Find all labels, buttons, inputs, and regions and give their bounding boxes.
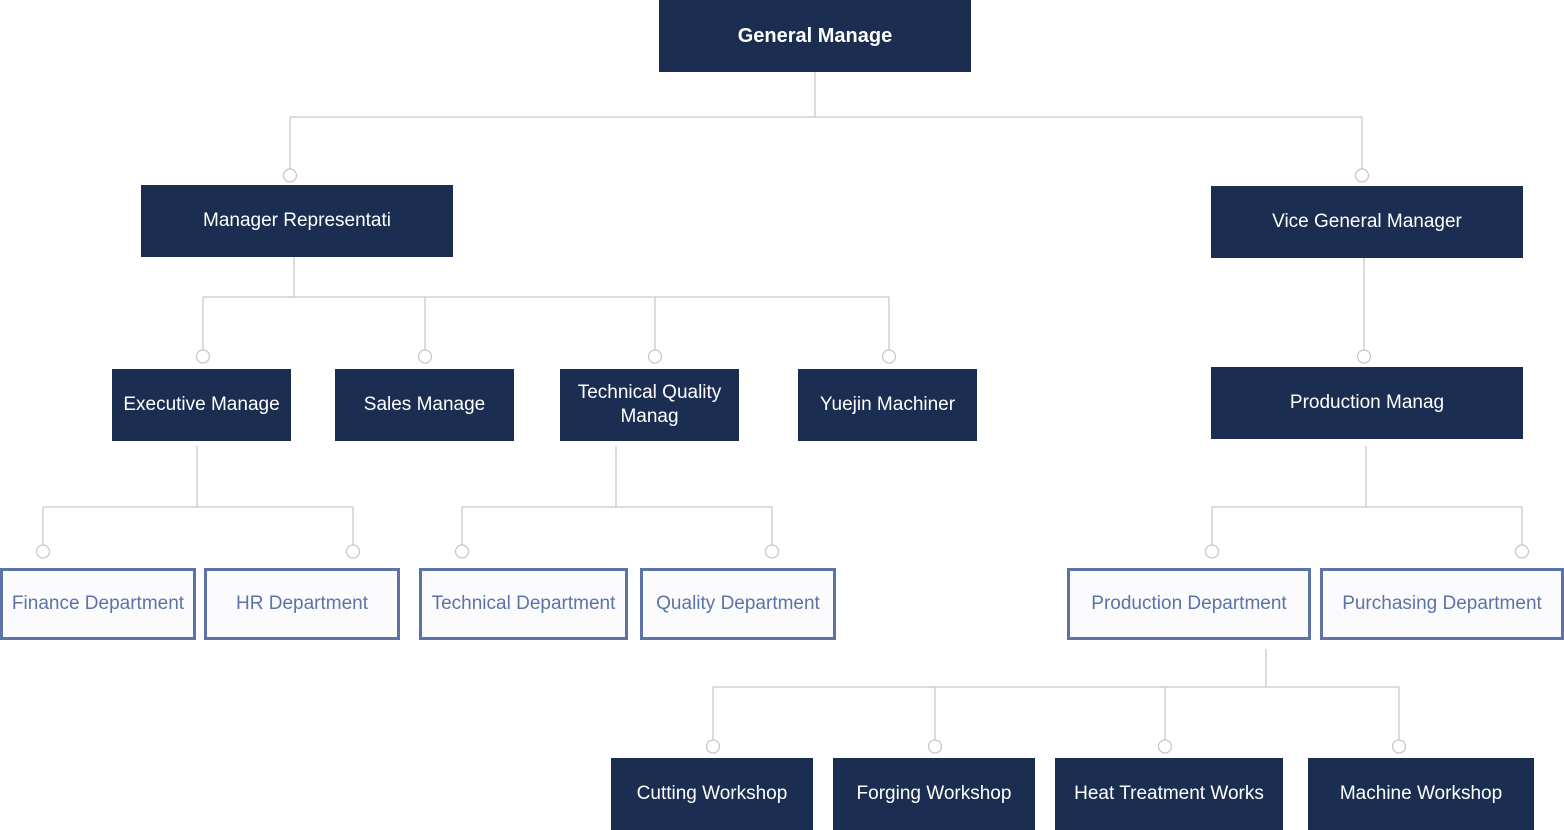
node-production-manager[interactable]: Production Manag — [1211, 367, 1523, 439]
connector-dot — [1391, 739, 1407, 754]
node-general-manager[interactable]: General Manage — [659, 0, 971, 72]
node-vice-general-manager[interactable]: Vice General Manager — [1211, 186, 1523, 258]
node-sales-manager[interactable]: Sales Manage — [335, 369, 514, 441]
node-label: Technical Department — [431, 593, 616, 614]
node-purchasing-department[interactable]: Purchasing Department — [1320, 568, 1564, 640]
node-label: Quality Department — [656, 593, 820, 614]
node-label: Technical Quality Manag — [577, 382, 722, 427]
node-label: Yuejin Machiner — [819, 394, 956, 415]
node-production-department[interactable]: Production Department — [1067, 568, 1311, 640]
node-executive-manager[interactable]: Executive Manage — [112, 369, 291, 441]
connector-dot — [764, 544, 780, 559]
node-machine-workshop[interactable]: Machine Workshop — [1308, 758, 1534, 830]
node-label: HR Department — [236, 593, 368, 614]
node-label: Finance Department — [11, 593, 185, 614]
connector-executive — [42, 446, 354, 545]
node-technical-department[interactable]: Technical Department — [419, 568, 628, 640]
connector-root — [289, 72, 1363, 169]
node-label: Cutting Workshop — [636, 783, 788, 804]
node-label: General Manage — [737, 25, 893, 47]
node-label: Production Department — [1091, 593, 1287, 614]
connector-dot — [927, 739, 943, 754]
node-label: Production Manag — [1289, 392, 1445, 413]
node-manager-representative[interactable]: Manager Representati — [141, 185, 453, 257]
connector-dot — [417, 349, 433, 364]
node-label: Heat Treatment Works — [1074, 783, 1264, 804]
node-label: Executive Manage — [123, 394, 280, 415]
connector-dot — [705, 739, 721, 754]
connector-dot — [35, 544, 51, 559]
node-label: Machine Workshop — [1339, 783, 1503, 804]
node-quality-department[interactable]: Quality Department — [640, 568, 836, 640]
connector-dot — [282, 168, 298, 183]
node-label: Manager Representati — [203, 210, 391, 231]
node-heat-treatment-works[interactable]: Heat Treatment Works — [1055, 758, 1283, 830]
node-finance-department[interactable]: Finance Department — [0, 568, 196, 640]
node-label: Purchasing Department — [1342, 593, 1542, 614]
connector-dot — [345, 544, 361, 559]
connector-manager-rep — [202, 257, 890, 350]
connector-production-manager — [1211, 446, 1523, 545]
connector-dot — [1514, 544, 1530, 559]
connector-dot — [195, 349, 211, 364]
connector-production-dept — [712, 649, 1400, 740]
node-label: Forging Workshop — [856, 783, 1012, 804]
node-label: Vice General Manager — [1272, 211, 1462, 232]
connector-dot — [647, 349, 663, 364]
node-label: Sales Manage — [363, 394, 486, 415]
node-technical-quality-manager[interactable]: Technical Quality Manag — [560, 369, 739, 441]
node-forging-workshop[interactable]: Forging Workshop — [833, 758, 1035, 830]
connector-dot — [1157, 739, 1173, 754]
connector-dot — [1356, 349, 1372, 364]
connector-dot — [1354, 168, 1370, 183]
connector-dot — [881, 349, 897, 364]
node-cutting-workshop[interactable]: Cutting Workshop — [611, 758, 813, 830]
connector-dot — [454, 544, 470, 559]
node-hr-department[interactable]: HR Department — [204, 568, 400, 640]
connector-technical-quality — [461, 446, 773, 545]
connector-dot — [1204, 544, 1220, 559]
node-yuejin-machinery[interactable]: Yuejin Machiner — [798, 369, 977, 441]
